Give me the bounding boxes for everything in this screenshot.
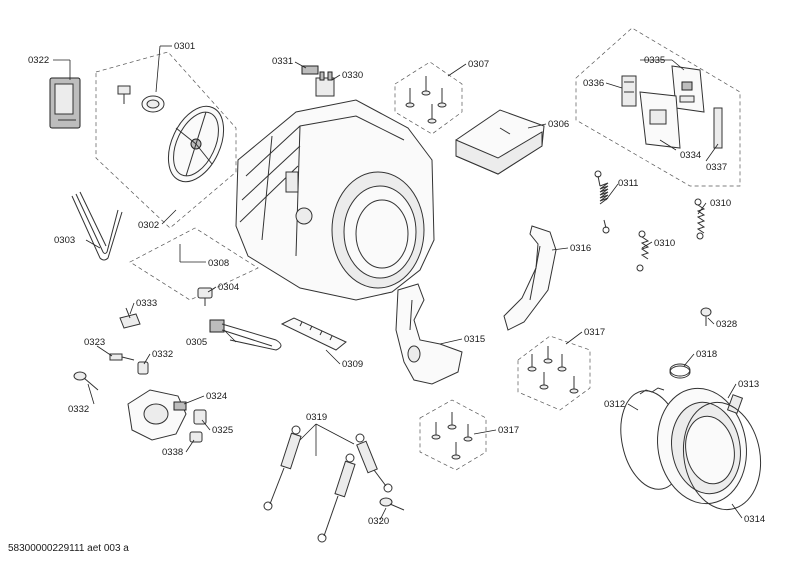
- drain-pump-0324-part: [127, 389, 187, 441]
- label-0309: 0309: [342, 359, 363, 370]
- shock-absorber-c-part: [355, 433, 393, 493]
- label-0303: 0303: [54, 235, 75, 246]
- counterweight-0316-part: [503, 225, 557, 331]
- label-0313: 0313: [738, 379, 759, 390]
- part-labels: 0322 0301 0331 0330 0307 0335 0336 0306 …: [28, 41, 765, 527]
- spring-0311-part: [594, 170, 610, 234]
- label-0337: 0337: [706, 162, 727, 173]
- document-code: 58300000229111 aet 003 a: [8, 543, 129, 554]
- label-0332b: 0332: [68, 404, 89, 415]
- cover-0306-part: [455, 109, 545, 175]
- label-0335: 0335: [644, 55, 665, 66]
- screw-0332b-part: [73, 371, 99, 391]
- label-0315: 0315: [464, 334, 485, 345]
- label-0318: 0318: [696, 349, 717, 360]
- screw-set-0317a-part: [527, 346, 579, 394]
- lock-0330-part: [315, 71, 335, 97]
- outer-clamp-0314-part: [682, 401, 762, 511]
- label-0325: 0325: [212, 425, 233, 436]
- label-0333: 0333: [136, 298, 157, 309]
- screw-set-0317b-part: [431, 412, 473, 460]
- shock-absorber-b-part: [317, 453, 356, 543]
- label-0310a: 0310: [710, 198, 731, 209]
- parts: [49, 65, 762, 543]
- label-0311: 0311: [618, 178, 638, 189]
- label-0312: 0312: [604, 399, 625, 410]
- clip-0325-part: [193, 409, 207, 425]
- counterweight-0315-part: [395, 283, 463, 385]
- label-0338: 0338: [162, 447, 183, 458]
- drive-belt-0303-part: [71, 191, 123, 261]
- clamp-0318-part: [669, 363, 691, 379]
- label-0301: 0301: [174, 41, 195, 52]
- board-0336-part: [621, 75, 637, 107]
- pulley-bolt-0301-part: [117, 85, 165, 113]
- clip-0331-part: [301, 65, 319, 75]
- screw-0328-part: [700, 307, 712, 326]
- sensor-0304-part: [197, 287, 213, 306]
- label-0331: 0331: [272, 56, 293, 67]
- clip-0332a-part: [137, 361, 149, 375]
- group-outlines: [95, 27, 741, 471]
- label-0328: 0328: [716, 319, 737, 330]
- board-0337-part: [713, 107, 723, 149]
- cap-0338-part: [189, 431, 203, 443]
- shock-absorber-a-part: [263, 425, 302, 511]
- label-0319: 0319: [306, 412, 327, 423]
- bolt-0320-part: [379, 497, 405, 511]
- label-0332a: 0332: [152, 349, 173, 360]
- label-0324: 0324: [206, 391, 227, 402]
- label-0317a: 0317: [584, 327, 605, 338]
- label-0316: 0316: [570, 243, 591, 254]
- door-seal-0313-part: [657, 387, 747, 505]
- label-0306: 0306: [548, 119, 569, 130]
- tub-assembly-part: [235, 99, 435, 301]
- label-0320: 0320: [368, 516, 389, 527]
- heater-0305-part: [209, 319, 282, 351]
- label-0305: 0305: [186, 337, 207, 348]
- label-0322: 0322: [28, 55, 49, 66]
- board-0335-part: [671, 65, 705, 113]
- label-0304: 0304: [218, 282, 239, 293]
- label-0314: 0314: [744, 514, 765, 525]
- label-0310b: 0310: [654, 238, 675, 249]
- label-0330: 0330: [342, 70, 363, 81]
- label-0302: 0302: [138, 220, 159, 231]
- leader-lines: [53, 45, 743, 521]
- label-0307: 0307: [468, 59, 489, 70]
- ntc-strip-0309-part: [280, 317, 347, 351]
- pulley-wheel-0302-part: [167, 105, 225, 183]
- screw-0323-part: [109, 353, 135, 361]
- module-0322-part: [49, 77, 81, 129]
- label-0308: 0308: [208, 258, 229, 269]
- spring-0310b-part: [636, 230, 650, 272]
- screw-set-0307-part: [405, 76, 447, 124]
- label-0317b: 0317: [498, 425, 519, 436]
- board-0334-part: [639, 91, 681, 149]
- label-0336: 0336: [583, 78, 604, 89]
- label-0323: 0323: [84, 337, 105, 348]
- spring-0310a-part: [694, 198, 706, 240]
- bracket-0333-part: [119, 307, 141, 329]
- label-0334: 0334: [680, 150, 701, 161]
